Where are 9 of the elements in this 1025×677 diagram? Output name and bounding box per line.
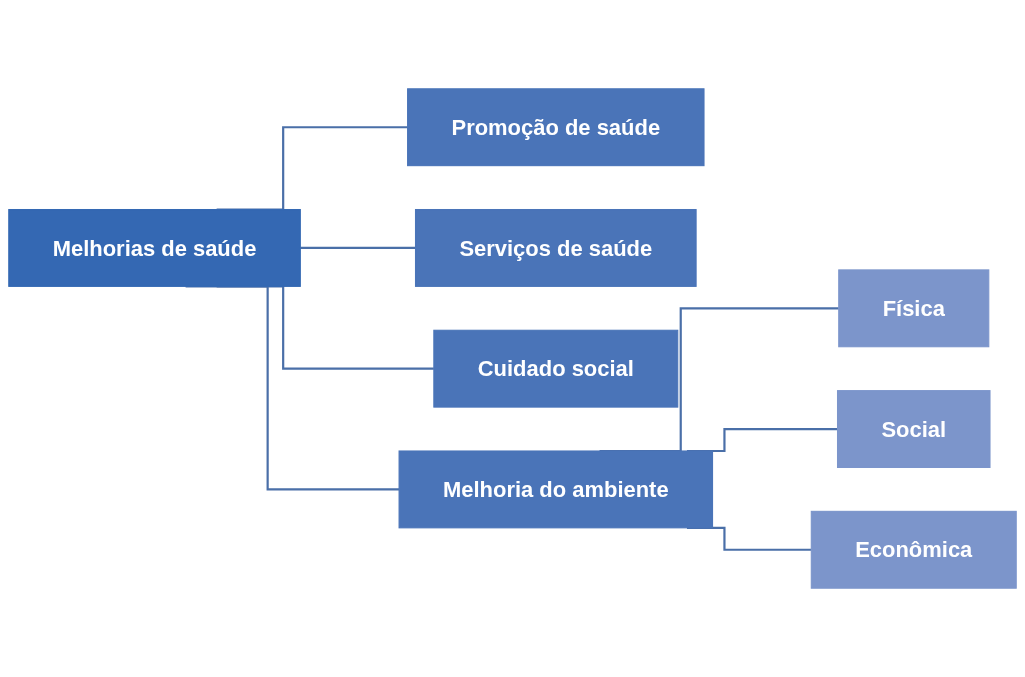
node-box: Cuidado social xyxy=(433,329,679,408)
node-box: Física xyxy=(838,269,990,348)
node-box: Promoção de saúde xyxy=(407,88,705,167)
node-box: Social xyxy=(837,390,991,468)
node-box: Serviços de saúde xyxy=(414,209,697,287)
node-box: Econômica xyxy=(810,510,1017,589)
node-box: Melhoria do ambiente xyxy=(398,450,714,529)
connector xyxy=(300,246,416,250)
node-box: Melhorias de saúde xyxy=(8,209,301,287)
